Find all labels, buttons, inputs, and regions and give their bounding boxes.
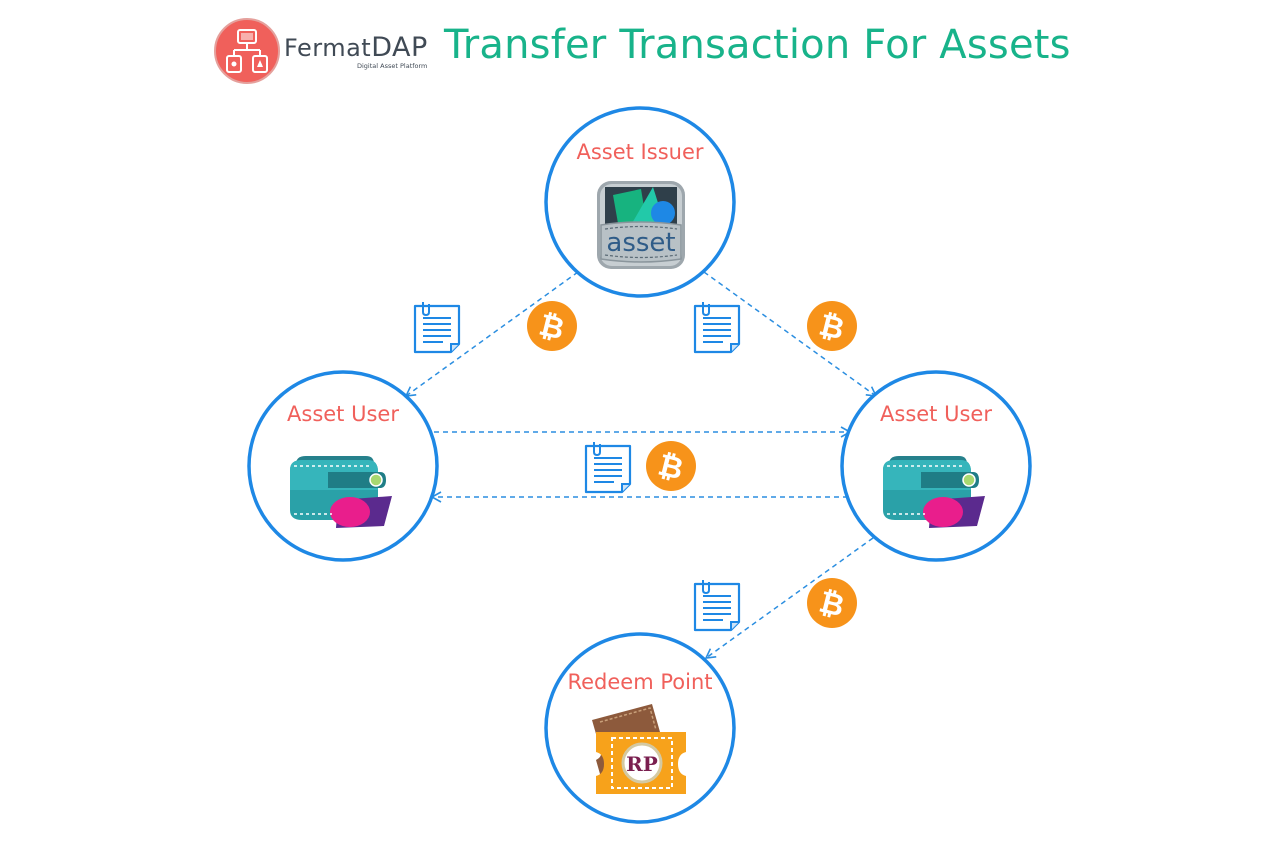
document-icon — [693, 300, 741, 354]
document-icon — [584, 440, 632, 494]
asset-user-left-label: Asset User — [287, 402, 399, 426]
asset-user-left-node — [247, 370, 439, 562]
logo-name-suffix: DAP — [371, 32, 428, 63]
asset-user-right-label: Asset User — [880, 402, 992, 426]
wallet-icon — [882, 455, 986, 529]
document-icon — [413, 300, 461, 354]
redeem-ticket-icon-text: RP — [626, 752, 658, 776]
asset-issuer-label: Asset Issuer — [576, 140, 704, 164]
asset-wallet-icon: asset — [597, 181, 685, 269]
asset-wallet-icon-text: asset — [606, 228, 675, 258]
bitcoin-icon: ₿ — [807, 301, 857, 351]
bitcoin-icon: ₿ — [527, 301, 577, 351]
bitcoin-icon: ₿ — [646, 441, 696, 491]
wallet-icon — [289, 455, 393, 529]
edges — [404, 271, 878, 659]
asset-user-right-node — [840, 370, 1032, 562]
document-icon — [693, 578, 741, 632]
asset-issuer-node: asset — [544, 106, 736, 298]
redeem-point-label: Redeem Point — [567, 670, 713, 694]
bitcoin-icon: ₿ — [807, 578, 857, 628]
carriers: ₿ ₿ ₿ ₿ — [413, 300, 857, 632]
redeem-point-node: RP — [544, 632, 736, 824]
logo-name: FermatDAP — [284, 32, 428, 63]
fermat-dap-logo: FermatDAP Digital Asset Platform — [214, 18, 428, 84]
transfer-arrow — [704, 537, 874, 659]
logo-name-prefix: Fermat — [284, 34, 372, 62]
redeem-ticket-icon: RP — [592, 704, 686, 794]
logo-badge-icon — [214, 18, 280, 84]
page-title: Transfer Transaction For Assets — [444, 22, 1071, 68]
logo-tagline: Digital Asset Platform — [357, 62, 428, 70]
